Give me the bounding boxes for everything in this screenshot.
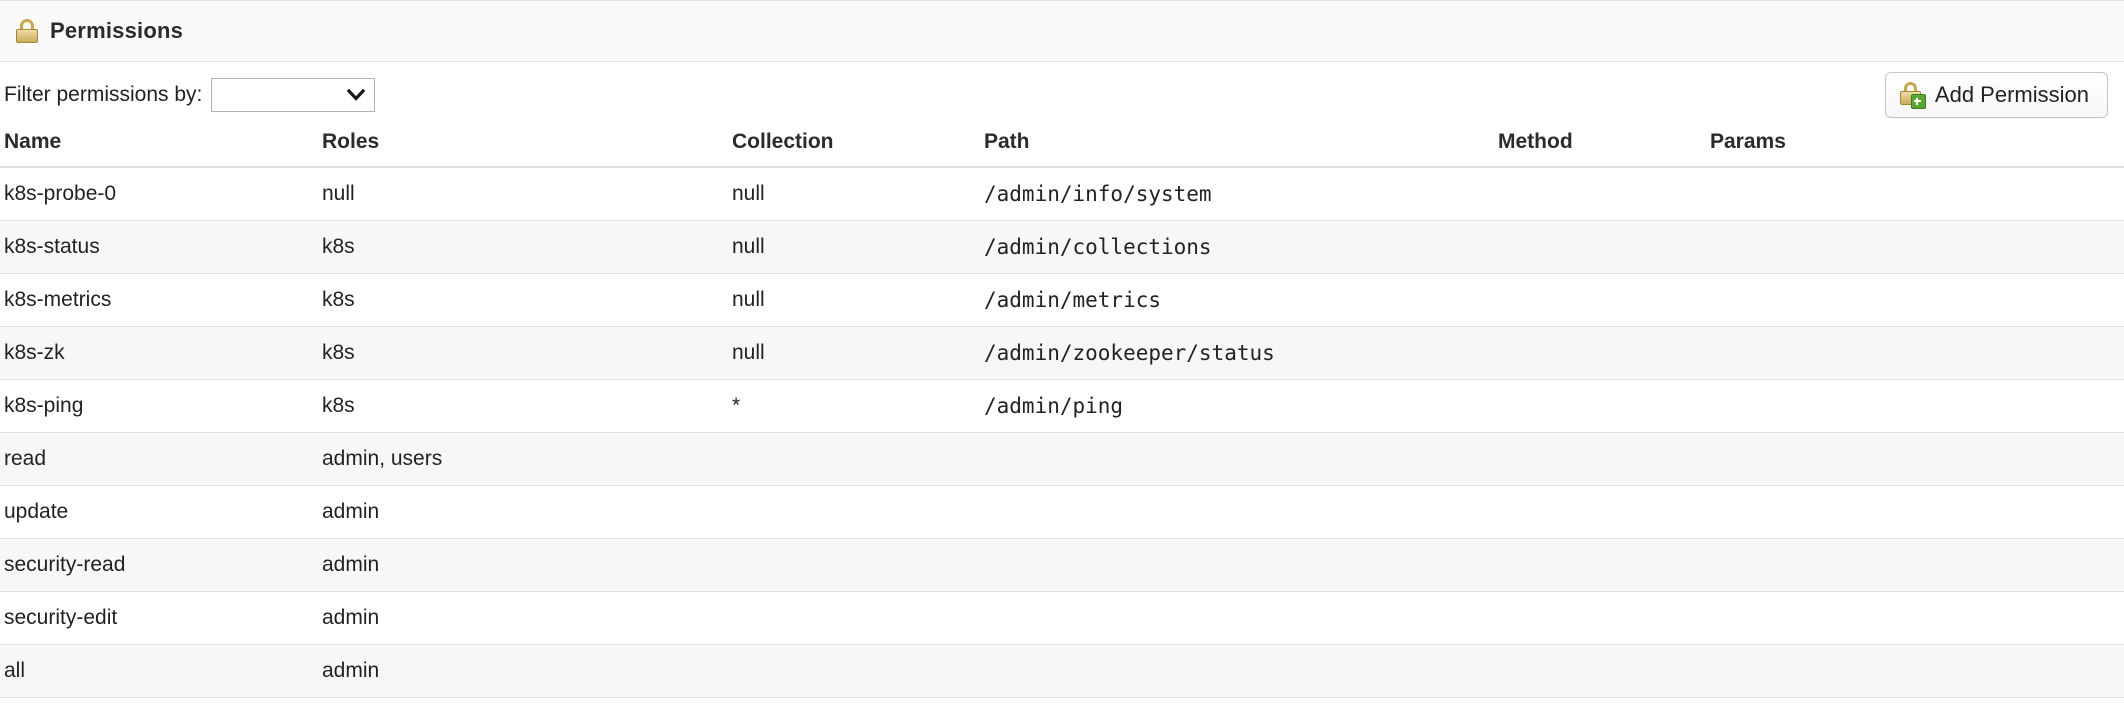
column-header-method[interactable]: Method — [1498, 128, 1710, 168]
cell-name: k8s-metrics — [0, 273, 322, 327]
cell-collection: null — [732, 326, 984, 380]
chevron-down-icon — [345, 78, 367, 112]
cell-collection: null — [732, 167, 984, 221]
permissions-table-head: Name Roles Collection Path Method Params — [0, 128, 2124, 168]
permissions-table: Name Roles Collection Path Method Params… — [0, 128, 2124, 698]
cell-method — [1498, 167, 1710, 221]
cell-method — [1498, 538, 1710, 592]
cell-params — [1710, 538, 2124, 592]
column-header-path[interactable]: Path — [984, 128, 1498, 168]
cell-collection — [732, 644, 984, 698]
cell-roles: admin — [322, 538, 732, 592]
cell-params — [1710, 379, 2124, 433]
cell-path: /admin/ping — [984, 379, 1498, 433]
cell-path — [984, 538, 1498, 592]
cell-method — [1498, 591, 1710, 645]
cell-roles: admin — [322, 644, 732, 698]
cell-params — [1710, 273, 2124, 327]
cell-method — [1498, 326, 1710, 380]
filter-permissions-select[interactable] — [211, 78, 376, 112]
column-header-name[interactable]: Name — [0, 128, 322, 168]
cell-collection: null — [732, 220, 984, 274]
cell-roles: k8s — [322, 379, 732, 433]
cell-path — [984, 485, 1498, 539]
page-title: Permissions — [50, 18, 184, 43]
cell-method — [1498, 273, 1710, 327]
cell-path — [984, 432, 1498, 486]
cell-path — [984, 591, 1498, 645]
cell-roles: null — [322, 167, 732, 221]
cell-path: /admin/info/system — [984, 167, 1498, 221]
cell-collection — [732, 591, 984, 645]
column-header-collection[interactable]: Collection — [732, 128, 984, 168]
cell-roles: k8s — [322, 326, 732, 380]
cell-roles: admin — [322, 591, 732, 645]
permissions-toolbar: Filter permissions by: Add Permission — [0, 62, 2124, 128]
table-header-row: Name Roles Collection Path Method Params — [0, 128, 2124, 168]
cell-params — [1710, 220, 2124, 274]
cell-collection — [732, 432, 984, 486]
cell-name: k8s-status — [0, 220, 322, 274]
cell-roles: k8s — [322, 273, 732, 327]
cell-name: k8s-ping — [0, 379, 322, 433]
column-header-roles[interactable]: Roles — [322, 128, 732, 168]
cell-params — [1710, 644, 2124, 698]
filter-label: Filter permissions by: — [4, 83, 203, 106]
cell-name: k8s-zk — [0, 326, 322, 380]
cell-method — [1498, 220, 1710, 274]
lock-icon — [16, 19, 38, 43]
cell-name: security-edit — [0, 591, 322, 645]
column-header-params[interactable]: Params — [1710, 128, 2124, 168]
cell-name: k8s-probe-0 — [0, 167, 322, 221]
lock-add-icon — [1899, 82, 1926, 109]
cell-name: read — [0, 432, 322, 486]
cell-params — [1710, 591, 2124, 645]
cell-roles: admin — [322, 485, 732, 539]
cell-name: all — [0, 644, 322, 698]
cell-params — [1710, 167, 2124, 221]
cell-path: /admin/collections — [984, 220, 1498, 274]
cell-path — [984, 644, 1498, 698]
cell-method — [1498, 644, 1710, 698]
cell-roles: k8s — [322, 220, 732, 274]
cell-roles: admin, users — [322, 432, 732, 486]
cell-params — [1710, 485, 2124, 539]
cell-params — [1710, 326, 2124, 380]
cell-method — [1498, 379, 1710, 433]
cell-params — [1710, 432, 2124, 486]
cell-path: /admin/zookeeper/status — [984, 326, 1498, 380]
cell-method — [1498, 485, 1710, 539]
cell-method — [1498, 432, 1710, 486]
cell-name: security-read — [0, 538, 322, 592]
cell-collection — [732, 538, 984, 592]
add-permission-button[interactable]: Add Permission — [1884, 72, 2108, 118]
add-permission-label: Add Permission — [1934, 82, 2089, 107]
cell-collection — [732, 485, 984, 539]
panel-header: Permissions — [0, 0, 2124, 62]
cell-collection: * — [732, 379, 984, 433]
cell-collection: null — [732, 273, 984, 327]
cell-path: /admin/metrics — [984, 273, 1498, 327]
cell-name: update — [0, 485, 322, 539]
